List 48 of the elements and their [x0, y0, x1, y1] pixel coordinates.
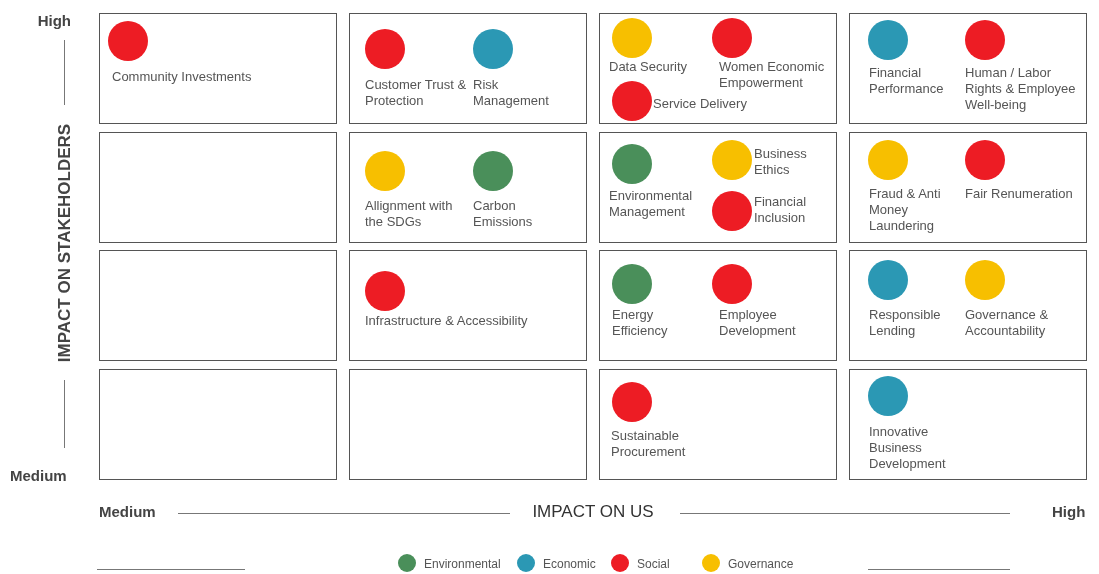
- topic-label: Risk Management: [473, 77, 550, 109]
- topic-label: Customer Trust & Protection: [365, 77, 468, 109]
- matrix-cell: [599, 132, 837, 243]
- matrix-cell: [99, 132, 337, 243]
- axis-title: IMPACT ON STAKEHOLDERS: [55, 123, 75, 363]
- axis-label: High: [37, 12, 71, 29]
- topic-label: Environmental Management: [609, 188, 694, 220]
- matrix-cell: [99, 369, 337, 480]
- topic-label: Infrastructure & Accessibility: [365, 313, 529, 329]
- axis-label: High: [1052, 503, 1086, 520]
- topic-label: Fraud & Anti Money Laundering: [869, 186, 942, 234]
- matrix-cell: [99, 250, 337, 361]
- legend-label: Governance: [728, 556, 794, 572]
- topic-label: Women Economic Empowerment: [719, 59, 826, 91]
- matrix-cell: [349, 369, 587, 480]
- topic-label: Responsible Lending: [869, 307, 942, 339]
- legend-label: Environmental: [424, 556, 501, 572]
- matrix-cell: [599, 369, 837, 480]
- topic-label: Community Investments: [112, 69, 253, 85]
- topic-label: Carbon Emissions: [473, 198, 534, 230]
- topic-label: Governance & Accountability: [965, 307, 1050, 339]
- matrix-cell: [349, 250, 587, 361]
- axis-label: Medium: [99, 503, 156, 520]
- topic-label: Financial Inclusion: [754, 194, 808, 226]
- topic-label: Business Ethics: [754, 146, 808, 178]
- matrix-cell: [99, 13, 337, 124]
- topic-label: Fair Renumeration: [965, 186, 1074, 202]
- matrix-cell: [349, 13, 587, 124]
- matrix-cell: [849, 250, 1087, 361]
- topic-label: Allignment with the SDGs: [365, 198, 454, 230]
- topic-label: Sustainable Procurement: [611, 428, 687, 460]
- topic-label: Employee Development: [719, 307, 797, 339]
- matrix-cell: [849, 132, 1087, 243]
- topic-label: Data Security: [609, 59, 689, 75]
- matrix-cell: [349, 132, 587, 243]
- matrix-cell: [599, 13, 837, 124]
- topic-label: Energy Efficiency: [612, 307, 669, 339]
- axis-label: Medium: [10, 467, 67, 484]
- axis-title: IMPACT ON US: [532, 502, 654, 522]
- matrix-cell: [849, 369, 1087, 480]
- topic-label: Financial Performance: [869, 65, 945, 97]
- legend-label: Social: [637, 556, 670, 572]
- topic-label: Innovative Business Development: [869, 424, 947, 472]
- matrix-cell: [599, 250, 837, 361]
- topic-label: Human / Labor Rights & Employee Well-being: [965, 65, 1077, 113]
- legend-label: Economic: [543, 556, 596, 572]
- matrix-cell: [849, 13, 1087, 124]
- topic-label: Service Delivery: [653, 96, 748, 112]
